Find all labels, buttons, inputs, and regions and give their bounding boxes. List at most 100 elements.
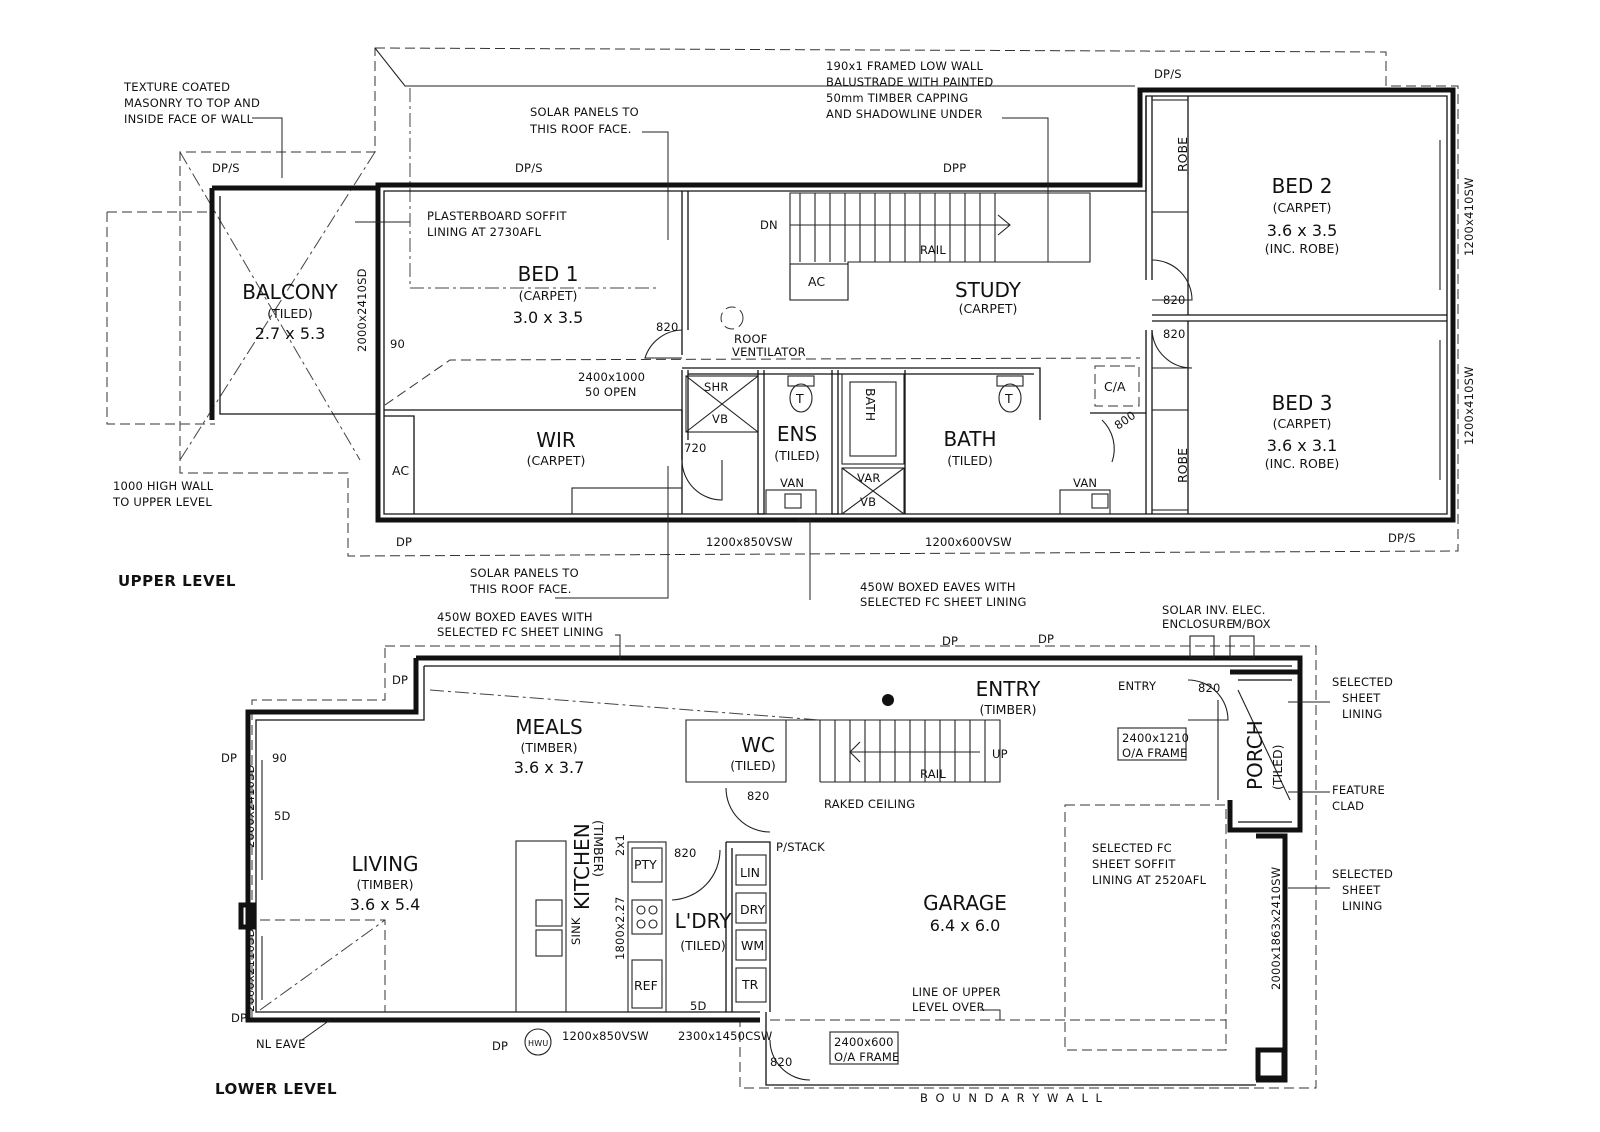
note-line: SELECTED FC SHEET LINING — [860, 595, 1027, 609]
room-finish: (TIMBER) — [356, 877, 413, 892]
wall-dim: 90 — [390, 337, 405, 351]
lower-level-plan — [238, 634, 1330, 1089]
room-name: WIR — [536, 428, 576, 452]
vanity-label: VAN — [780, 476, 804, 490]
room-finish: (TILED) — [774, 448, 820, 463]
door-dim: 820 — [1198, 681, 1221, 695]
window-dim: 2300x1450CSW — [678, 1029, 772, 1043]
door-dim: 720 — [684, 441, 707, 455]
room-finish: (CARPET) — [527, 453, 586, 468]
door-dim: 820 — [1163, 293, 1186, 307]
room-note: (INC. ROBE) — [1265, 456, 1339, 471]
room-laundry: L'DRY (TILED) — [675, 909, 733, 953]
frame-dim: 2400x600 — [834, 1035, 894, 1049]
note-line: LINING AT 2730AFL — [427, 225, 542, 239]
bench-dim: 2x1 — [613, 834, 627, 856]
window-dim: 2000x1863x2410SW — [1269, 867, 1283, 990]
room-finish: (CARPET) — [959, 301, 1018, 316]
upper-downpipes: DP/S DP/S DP/S DP/S DPP DP — [212, 67, 1416, 549]
wall-dim: 5D — [690, 999, 707, 1013]
note-line: 450W BOXED EAVES WITH — [860, 580, 1016, 594]
note-ventilator: ROOF VENTILATOR — [732, 332, 806, 359]
lower-notes: 450W BOXED EAVES WITH SELECTED FC SHEET … — [256, 603, 1393, 1105]
downpipe-label: DP — [492, 1039, 508, 1053]
room-name: LIVING — [351, 852, 418, 876]
washer-label: WM — [741, 938, 764, 953]
note-line: INSIDE FACE OF WALL — [124, 112, 254, 126]
downpipe-label: DP — [942, 634, 958, 648]
note-meter-box: ELEC. M/BOX — [1232, 603, 1271, 631]
window-dim: 1200x850VSW — [706, 535, 793, 549]
note-sheet-lining-2: SELECTED SHEET LINING — [1332, 867, 1393, 913]
downpipe-label: DP — [396, 535, 412, 549]
room-name: L'DRY — [675, 909, 733, 933]
note-line: SHEET — [1342, 691, 1381, 705]
note-line: 1000 HIGH WALL — [113, 479, 214, 493]
room-name: KITCHEN — [570, 823, 594, 910]
window-dim: 2000x2410SD — [355, 268, 369, 352]
lower-level-title: LOWER LEVEL — [215, 1080, 337, 1098]
note-line: LINING — [1342, 899, 1383, 913]
room-porch: PORCH (TILED) — [1243, 720, 1285, 790]
downpipe-label: DP/S — [515, 161, 543, 175]
room-size: 3.6 x 5.4 — [350, 895, 421, 914]
downpipe-label: DP — [221, 751, 237, 765]
linen-label: LIN — [740, 865, 760, 880]
door-dim: 820 — [770, 1055, 793, 1069]
note-line: BALUSTRADE WITH PAINTED — [826, 75, 993, 89]
rail-label: RAIL — [920, 243, 946, 257]
note-line: M/BOX — [1232, 617, 1271, 631]
note-texture: TEXTURE COATED MASONRY TO TOP AND INSIDE… — [123, 80, 260, 126]
room-wir: WIR (CARPET) — [527, 428, 586, 468]
note-line: ROOF — [734, 332, 768, 346]
note-line: PLASTERBOARD SOFFIT — [427, 209, 568, 223]
entry-label: ENTRY — [1118, 679, 1157, 693]
room-ens: ENS (TILED) — [774, 422, 820, 463]
note-line: 190x1 FRAMED LOW WALL — [826, 59, 984, 73]
opening-dim: 2400x1000 — [578, 370, 645, 384]
window-dim: 1200x600VSW — [925, 535, 1012, 549]
downpipe-label: DP/S — [1388, 531, 1416, 545]
frame-dim: 2400x1210 — [1122, 731, 1189, 745]
wall-dim: 90 — [272, 751, 287, 765]
vanity-label: VAN — [1073, 476, 1097, 490]
door-dim: 800 — [1112, 408, 1139, 432]
note-line: SOLAR PANELS TO — [470, 566, 579, 580]
note-nl-eave: NL EAVE — [256, 1037, 306, 1051]
upper-level-title: UPPER LEVEL — [118, 572, 236, 590]
note-line: SHEET — [1342, 883, 1381, 897]
robe-label: ROBE — [1175, 448, 1190, 483]
upper-notes: TEXTURE COATED MASONRY TO TOP AND INSIDE… — [112, 59, 1027, 609]
note-line: MASONRY TO TOP AND — [124, 96, 260, 110]
room-bed1: BED 1 (CARPET) 3.0 x 3.5 — [513, 262, 584, 327]
room-size: 2.7 x 5.3 — [255, 324, 326, 343]
lower-downpipes: DP DP DP DP DP DP P/STACK — [221, 632, 1054, 1053]
note-upper-line: LINE OF UPPER LEVEL OVER — [912, 985, 1001, 1014]
room-note: (INC. ROBE) — [1265, 241, 1339, 256]
note-soffit: PLASTERBOARD SOFFIT LINING AT 2730AFL — [427, 209, 568, 239]
note-line: SELECTED FC SHEET LINING — [437, 625, 604, 639]
room-finish: (TILED) — [680, 938, 726, 953]
note-line: SELECTED — [1332, 867, 1393, 881]
ac-label: AC — [808, 274, 825, 289]
ac-label: AC — [392, 463, 409, 478]
room-name: PORCH — [1243, 720, 1267, 790]
window-dim: 2000x2410SD — [243, 764, 257, 848]
note-balustrade: 190x1 FRAMED LOW WALL BALUSTRADE WITH PA… — [826, 59, 993, 121]
lower-dimensions: 820 820 820 820 90 5D 5D 2000x2410SD 200… — [243, 681, 1283, 1069]
room-entry: ENTRY (TIMBER) — [976, 677, 1041, 717]
room-garage: GARAGE 6.4 x 6.0 — [923, 891, 1007, 935]
note-boundary-wall: B O U N D A R Y W A L L — [920, 1091, 1104, 1105]
room-size: 3.0 x 3.5 — [513, 308, 584, 327]
note-high-wall: 1000 HIGH WALL TO UPPER LEVEL — [112, 479, 214, 509]
room-name: BALCONY — [242, 280, 338, 304]
trough-label: TR — [741, 977, 759, 992]
upper-level-plan — [106, 47, 1459, 600]
room-kitchen: KITCHEN (TIMBER) — [570, 820, 606, 910]
door-dim: 820 — [656, 320, 679, 334]
note-garage-soffit: SELECTED FC SHEET SOFFIT LINING AT 2520A… — [1092, 841, 1206, 887]
stair-down-label: DN — [760, 218, 778, 232]
room-size: 3.6 x 3.5 — [1267, 221, 1338, 240]
opening-dim: 50 OPEN — [585, 385, 637, 399]
